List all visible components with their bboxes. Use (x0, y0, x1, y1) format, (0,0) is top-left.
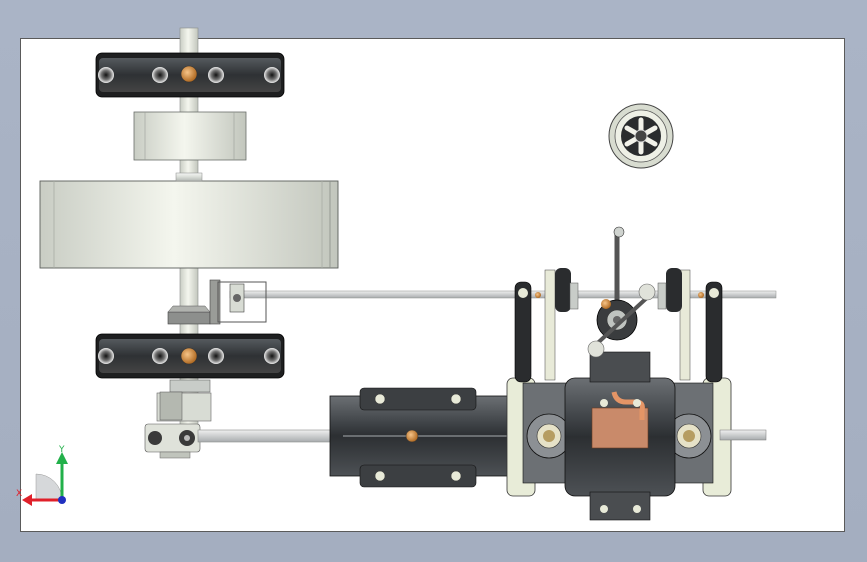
small-pulley[interactable] (133, 111, 247, 161)
triad-y-label: Y (58, 445, 65, 455)
governor-assembly[interactable] (587, 226, 656, 358)
triad-z-axis (58, 496, 66, 504)
crank-block[interactable] (144, 379, 212, 459)
right-valve-lever[interactable] (657, 268, 723, 383)
bottom-bearing-block[interactable] (95, 333, 285, 379)
control-rod[interactable] (229, 290, 777, 299)
coordinate-triad: Y X (16, 445, 68, 506)
steam-cylinder[interactable] (329, 387, 519, 488)
top-bearing-block[interactable] (95, 52, 285, 98)
rod-clamp[interactable] (217, 281, 267, 323)
left-crosshead[interactable] (522, 382, 572, 484)
loose-handwheel[interactable] (608, 103, 674, 169)
piston-rod[interactable] (197, 429, 335, 443)
bevel-gear[interactable] (167, 279, 221, 325)
left-valve-lever[interactable] (514, 268, 579, 383)
triad-x-label: X (16, 489, 22, 499)
flywheel[interactable] (39, 172, 339, 269)
central-crankcase[interactable] (564, 351, 676, 521)
